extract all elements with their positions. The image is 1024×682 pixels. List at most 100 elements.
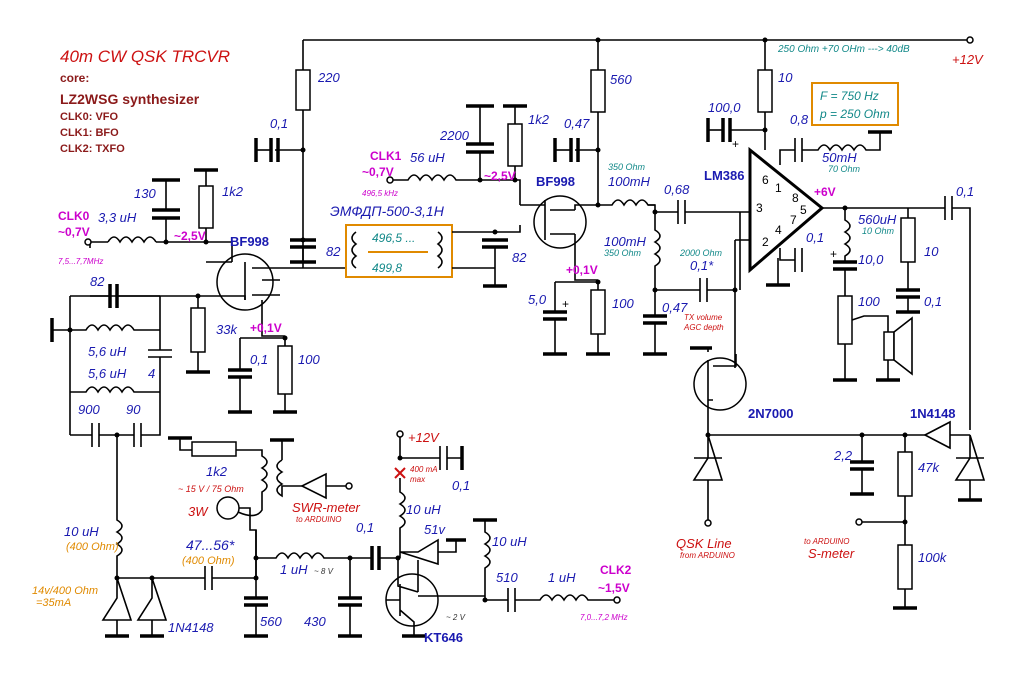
l100a-label: 100mH <box>608 174 651 189</box>
r1k2a-label: 1k2 <box>222 184 244 199</box>
r100b-label: 100 <box>612 296 634 311</box>
emf-f1: 496,5 ... <box>372 231 415 245</box>
clk2-freq: 7,0...7,2 MHz <box>580 613 628 622</box>
l10b-label: 10 uH <box>406 502 441 517</box>
pin7: 7 <box>790 213 797 227</box>
bf998-detector <box>533 195 587 249</box>
c82a-label: 82 <box>90 274 105 289</box>
clk2-terminal <box>613 596 621 604</box>
l100b-label: 100mH <box>604 234 647 249</box>
v25a-label: ~2,5V <box>174 229 206 243</box>
emf-filter-box <box>345 224 453 278</box>
inductor-1ua <box>256 552 372 560</box>
v01b-label: +0,1V <box>566 263 598 277</box>
c900-label: 900 <box>78 402 100 417</box>
clk0-name: CLK0 <box>58 209 90 223</box>
r10b-label: 10 <box>924 244 939 259</box>
core-label: core: <box>60 71 89 85</box>
l50-label: 50mH <box>822 150 857 165</box>
kt646-label: KT646 <box>424 630 463 645</box>
swr-diode <box>300 472 346 500</box>
l56u-label: 56 uH <box>410 150 445 165</box>
r2000-label: 2000 Ohm <box>679 248 723 258</box>
c430-label: 430 <box>304 614 326 629</box>
v8-label: ~ 8 V <box>314 567 334 576</box>
l1a-label: 1 uH <box>280 562 308 577</box>
c100-label: 100,0 <box>708 100 741 115</box>
synth-label: LZ2WSG synthesizer <box>60 91 200 107</box>
qsk-diode <box>692 434 724 520</box>
clk1-name: CLK1 <box>370 149 402 163</box>
bf998a-label: BF998 <box>230 234 269 249</box>
l350a-label: 350 Ohm <box>608 162 646 172</box>
diode-51v <box>399 538 457 566</box>
c01s-label: 0,1* <box>690 258 714 273</box>
clk1-level: ~0,7V <box>362 165 394 179</box>
c01a-label: 0,1 <box>270 116 288 131</box>
electrolytic-plus-b: + <box>732 137 739 151</box>
inductor-100m-a <box>598 199 655 207</box>
c2200-label: 2200 <box>439 128 470 143</box>
d1n4148b-label: 1N4148 <box>168 620 214 635</box>
clk0-level: ~0,7V <box>58 225 90 239</box>
c01g-label: 0,1 <box>356 520 374 535</box>
electrolytic-plus-a: + <box>562 297 569 311</box>
c90-label: 90 <box>126 402 141 417</box>
c4-label: 4 <box>148 366 155 381</box>
smeter-label: S-meter <box>808 546 855 561</box>
c10-label: 10,0 <box>858 252 884 267</box>
c82c-label: 82 <box>512 250 527 265</box>
l1b-label: 1 uH <box>548 570 576 585</box>
r220-label: 220 <box>317 70 340 85</box>
smeter-to-label: to ARDUINO <box>804 537 850 546</box>
v25b-label: ~2,5V <box>484 169 516 183</box>
lamp-3w <box>216 496 240 520</box>
filter-params-box <box>811 82 899 126</box>
resistor-10b <box>900 217 916 263</box>
qsk-from-label: from ARDUINO <box>680 551 735 560</box>
filter-p: p = 250 Ohm <box>819 107 890 121</box>
lm386-amplifier <box>748 146 825 274</box>
clk2-desc: CLK2: TXFO <box>60 143 125 155</box>
pin5: 5 <box>800 203 807 217</box>
l70-label: 70 Ohm <box>828 164 861 174</box>
c01e-label: 0,1 <box>956 184 974 199</box>
c068-label: 0,68 <box>664 182 690 197</box>
lamp-v-label: ~ 15 V / 75 Ohm <box>178 484 244 494</box>
v12b-label: +12V <box>408 430 440 445</box>
resistor-100a <box>277 345 293 395</box>
l56a-label: 5,6 uH <box>88 344 127 359</box>
l10a-label: 10 uH <box>64 524 99 539</box>
emf-name: ЭМФДП-500-3,1Н <box>330 203 445 219</box>
c22-label: 2,2 <box>833 448 853 463</box>
inductor-56u <box>393 174 521 205</box>
resistor-100b <box>590 289 606 335</box>
pin6: 6 <box>762 173 769 187</box>
diode-1n4148a <box>923 420 970 450</box>
clk2-level: ~1,5V <box>598 581 630 595</box>
emf-f2: 499,8 <box>372 261 402 275</box>
resistor-10 <box>757 69 773 113</box>
agc-label: AGC depth <box>683 323 724 332</box>
pin3: 3 <box>756 201 763 215</box>
r10-label: 10 <box>778 70 793 85</box>
swr-label: SWR-meter <box>292 500 361 515</box>
r1k2b-label: 1k2 <box>528 112 550 127</box>
v2-label: ~ 2 V <box>446 613 466 622</box>
c560-label: 560 <box>260 614 282 629</box>
l400-label: (400 Ohm) <box>66 541 119 553</box>
inductor-10ua <box>115 500 123 578</box>
inductor-3u3 <box>107 236 157 244</box>
c510-label: 510 <box>496 570 518 585</box>
c01c-label: 0,1 <box>806 230 824 245</box>
d51v-label: 51v <box>424 522 446 537</box>
lm386-label: LM386 <box>704 168 744 183</box>
electrolytic-plus-c: + <box>830 247 837 261</box>
txvol-label: TX volume <box>684 313 723 322</box>
c047a-label: 0,47 <box>564 116 590 131</box>
resistor-1k2b <box>507 123 523 167</box>
pin4: 4 <box>775 223 782 237</box>
resistor-47k <box>897 451 913 497</box>
resistor-100k <box>897 544 913 590</box>
